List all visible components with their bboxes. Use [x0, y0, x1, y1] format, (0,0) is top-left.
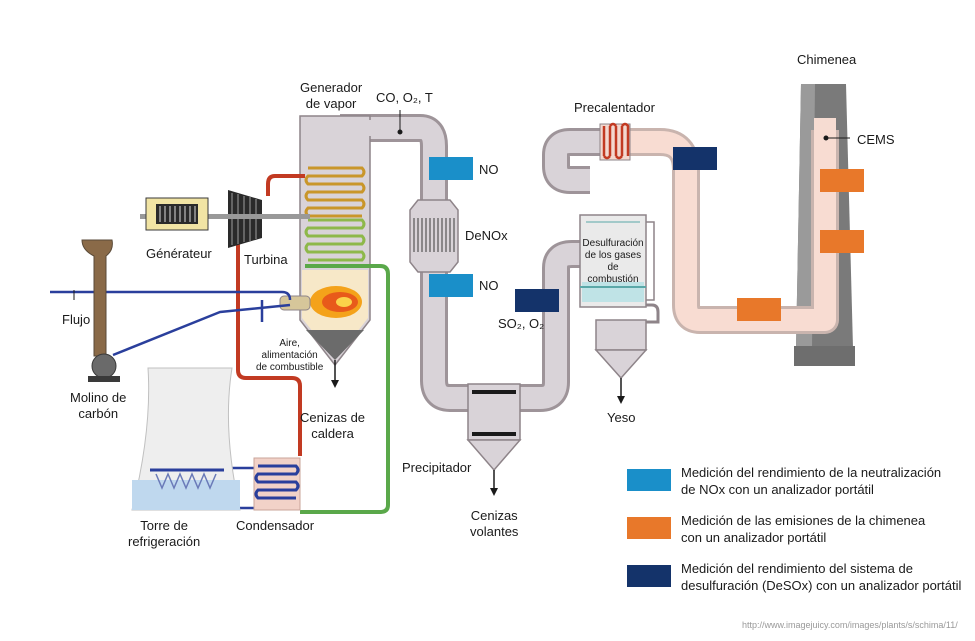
coal-mill [81, 239, 120, 382]
turbine [140, 190, 310, 248]
label-so2-o2: SO₂, O₂ [498, 316, 545, 331]
nox-point-top [429, 157, 473, 180]
legend-text-stack: Medición de las emisiones de la chimenea… [681, 513, 926, 545]
label-yeso: Yeso [607, 410, 636, 425]
condenser [253, 457, 301, 511]
source-url: http://www.imagejuicy.com/images/plants/… [742, 620, 958, 630]
nox-point-bottom [429, 274, 473, 297]
label-desulfuracion: Desulfuración de los gases de combustión [582, 238, 644, 285]
sensor-lines [73, 110, 850, 300]
label-torre: Torre de refrigeración [128, 518, 201, 549]
fgd-unit [579, 214, 660, 404]
condensate-pipe [300, 264, 390, 514]
label-aire: Aire, alimentación de combustible [256, 338, 324, 373]
stack-point-3 [737, 298, 781, 321]
label-flujo: Flujo [62, 312, 91, 327]
label-generador: Generador de vapor [300, 80, 363, 111]
label-precalentador: Precalentador [574, 100, 655, 115]
burner-flame [279, 286, 362, 318]
label-no-top: NO [479, 162, 499, 177]
label-generateur: Générateur [146, 246, 212, 261]
stack-point-1 [820, 169, 864, 192]
label-chimenea: Chimenea [797, 52, 857, 67]
stack-point-2 [820, 230, 864, 253]
label-turbina: Turbina [244, 252, 288, 267]
label-co-o2-t: CO, O₂, T [376, 90, 433, 105]
denox-unit [409, 199, 459, 273]
desox-point-inlet [515, 289, 559, 312]
legend-swatch-nox [627, 469, 671, 491]
preheater-coil [599, 122, 631, 161]
label-no-bottom: NO [479, 278, 499, 293]
label-cenizas-caldera: Cenizas de caldera [300, 410, 366, 441]
label-denox: DeNOx [465, 228, 508, 243]
label-precipitador: Precipitador [402, 460, 472, 475]
measurement-points [429, 147, 864, 321]
precipitator [466, 383, 522, 496]
legend-swatch-stack [627, 517, 671, 539]
label-condensador: Condensador [236, 518, 315, 533]
legend-text-desox: Medición del rendimiento del sistema de … [681, 561, 962, 593]
label-cems: CEMS [857, 132, 895, 147]
cooling-tower [131, 367, 241, 511]
generator [145, 197, 209, 231]
label-molino: Molino de carbón [70, 390, 127, 421]
legend-text-nox: Medición del rendimiento de la neutraliz… [681, 465, 942, 497]
desox-point-outlet [673, 147, 717, 170]
pink-duct [618, 128, 839, 334]
label-cenizas-volantes: Cenizas volantes [470, 508, 519, 539]
legend-swatch-desox [627, 565, 671, 587]
